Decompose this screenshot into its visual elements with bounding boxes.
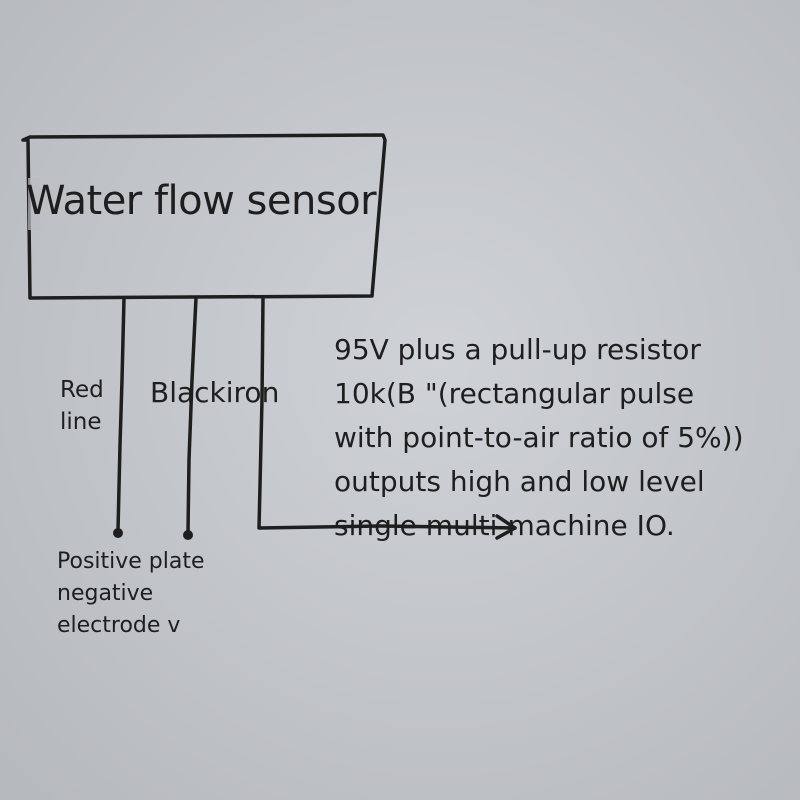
terminal-label: Positive plate negative electrode v [57,549,205,638]
sensor-box-title: Water flow sensor [26,178,377,224]
black-wire [186,296,198,534]
red-wire [116,296,126,532]
signal-arrowhead-icon [495,514,517,540]
signal-wire-note: 95V plus a pull-up resistor 10k(B "(rect… [334,333,744,542]
smudge-patch [28,178,40,230]
black-terminal-dot [183,530,193,540]
black-iron-label: Blackiron [150,376,280,409]
red-line-label: Red line [60,377,104,435]
signal-wire [257,296,517,530]
red-terminal-dot [113,528,123,538]
sensor-box-outline [21,133,387,300]
